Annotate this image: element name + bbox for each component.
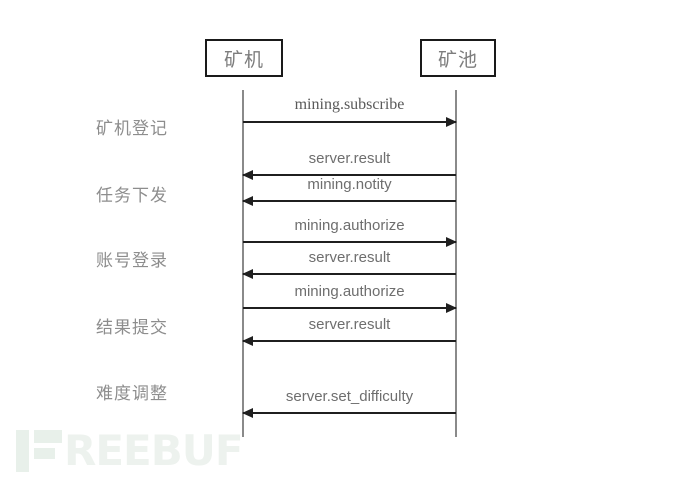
message-label-3: mining.authorize: [294, 217, 405, 234]
arrow-head-left-icon: [242, 269, 253, 279]
message-line-7: [243, 412, 456, 414]
message-label-7: server.set_difficulty: [285, 388, 414, 405]
phase-label-task: 任务下发: [96, 186, 168, 205]
arrow-head-left-icon: [242, 336, 253, 346]
message-label-6: server.result: [308, 316, 391, 333]
phase-label-register: 矿机登记: [96, 119, 168, 138]
message-label-2: mining.notity: [307, 176, 392, 193]
watermark-freebuf: REEBUF: [16, 426, 244, 475]
actor-box-miner: 矿机: [205, 39, 283, 77]
message-label-5: mining.authorize: [294, 283, 405, 300]
message-line-0: [243, 121, 456, 123]
message-label-0: mining.subscribe: [294, 96, 405, 113]
message-label-4: server.result: [308, 249, 391, 266]
message-line-1: [243, 174, 456, 176]
arrow-head-right-icon: [446, 237, 457, 247]
message-label-1: server.result: [308, 150, 391, 167]
freebuf-logo-icon: [16, 430, 62, 472]
message-line-5: [243, 307, 456, 309]
lifeline-miner: [242, 90, 244, 437]
watermark-text: REEBUF: [64, 426, 244, 475]
actor-box-pool: 矿池: [420, 39, 496, 77]
message-line-6: [243, 340, 456, 342]
arrow-head-right-icon: [446, 117, 457, 127]
actor-label-pool: 矿池: [437, 49, 478, 71]
message-line-3: [243, 241, 456, 243]
phase-label-login: 账号登录: [96, 251, 168, 270]
arrow-head-left-icon: [242, 196, 253, 206]
lifeline-pool: [455, 90, 457, 437]
arrow-head-left-icon: [242, 170, 253, 180]
actor-label-miner: 矿机: [223, 49, 264, 71]
phase-label-difficulty: 难度调整: [96, 384, 168, 403]
message-line-2: [243, 200, 456, 202]
phase-label-submit: 结果提交: [96, 318, 168, 337]
arrow-head-left-icon: [242, 408, 253, 418]
arrow-head-right-icon: [446, 303, 457, 313]
message-line-4: [243, 273, 456, 275]
